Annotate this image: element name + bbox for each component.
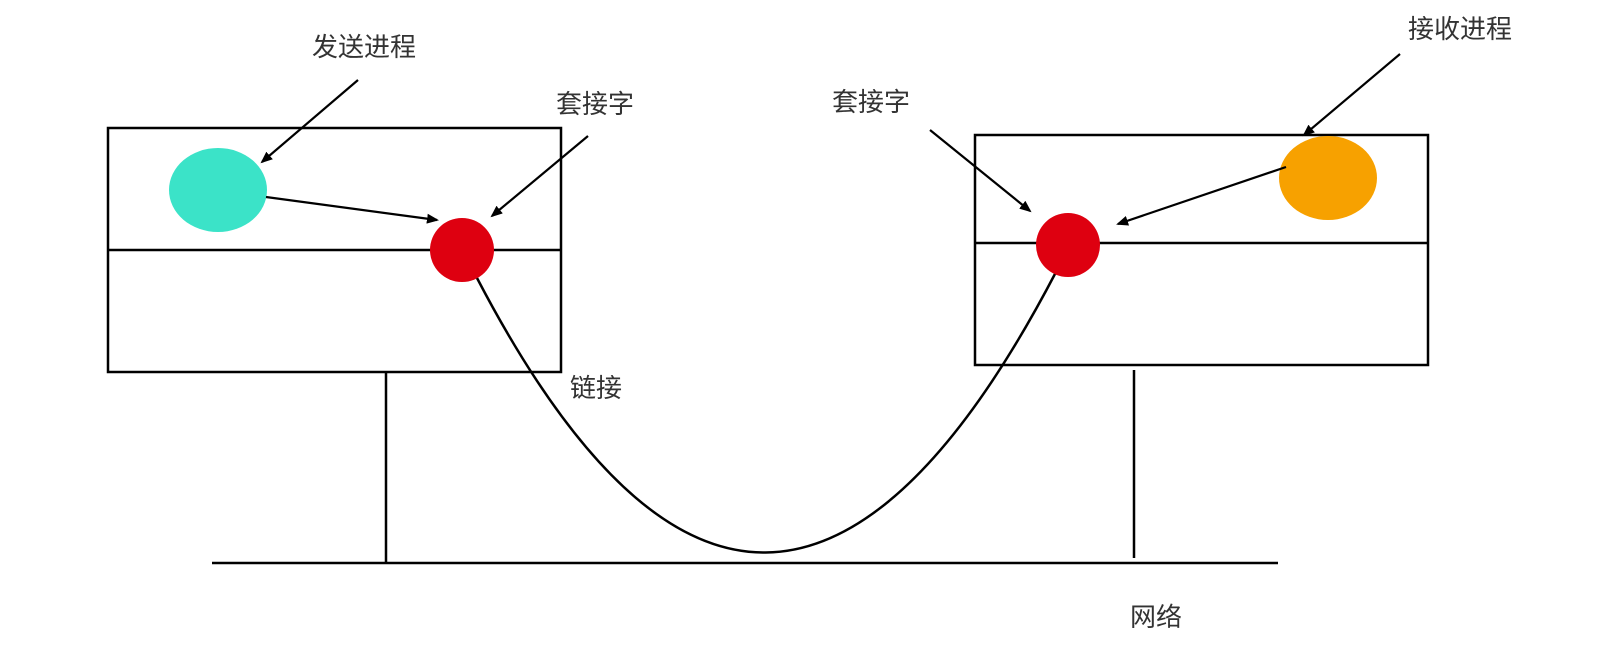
right-socket-label: 套接字: [832, 88, 910, 118]
right-host-box: [973, 133, 1430, 367]
left-socket-label-arrow: [490, 135, 589, 218]
process-to-left-socket-arrow: [265, 195, 439, 224]
send-process-ellipse: [169, 148, 267, 232]
receive-process-label: 接收进程: [1408, 15, 1512, 45]
send-process-label-arrow: [260, 79, 359, 164]
link-curve: [475, 271, 1058, 554]
receive-process-ellipse: [1279, 136, 1377, 220]
left-socket-label: 套接字: [556, 90, 634, 120]
right-socket-label-arrow: [929, 129, 1032, 213]
left-socket-circle: [430, 218, 494, 282]
receive-process-label-arrow: [1302, 53, 1401, 137]
send-process-label: 发送进程: [312, 33, 416, 63]
process-to-right-socket-arrow: [1116, 165, 1287, 226]
network-label: 网络: [1130, 603, 1182, 633]
link-label: 链接: [570, 374, 622, 404]
right-socket-circle: [1036, 213, 1100, 277]
